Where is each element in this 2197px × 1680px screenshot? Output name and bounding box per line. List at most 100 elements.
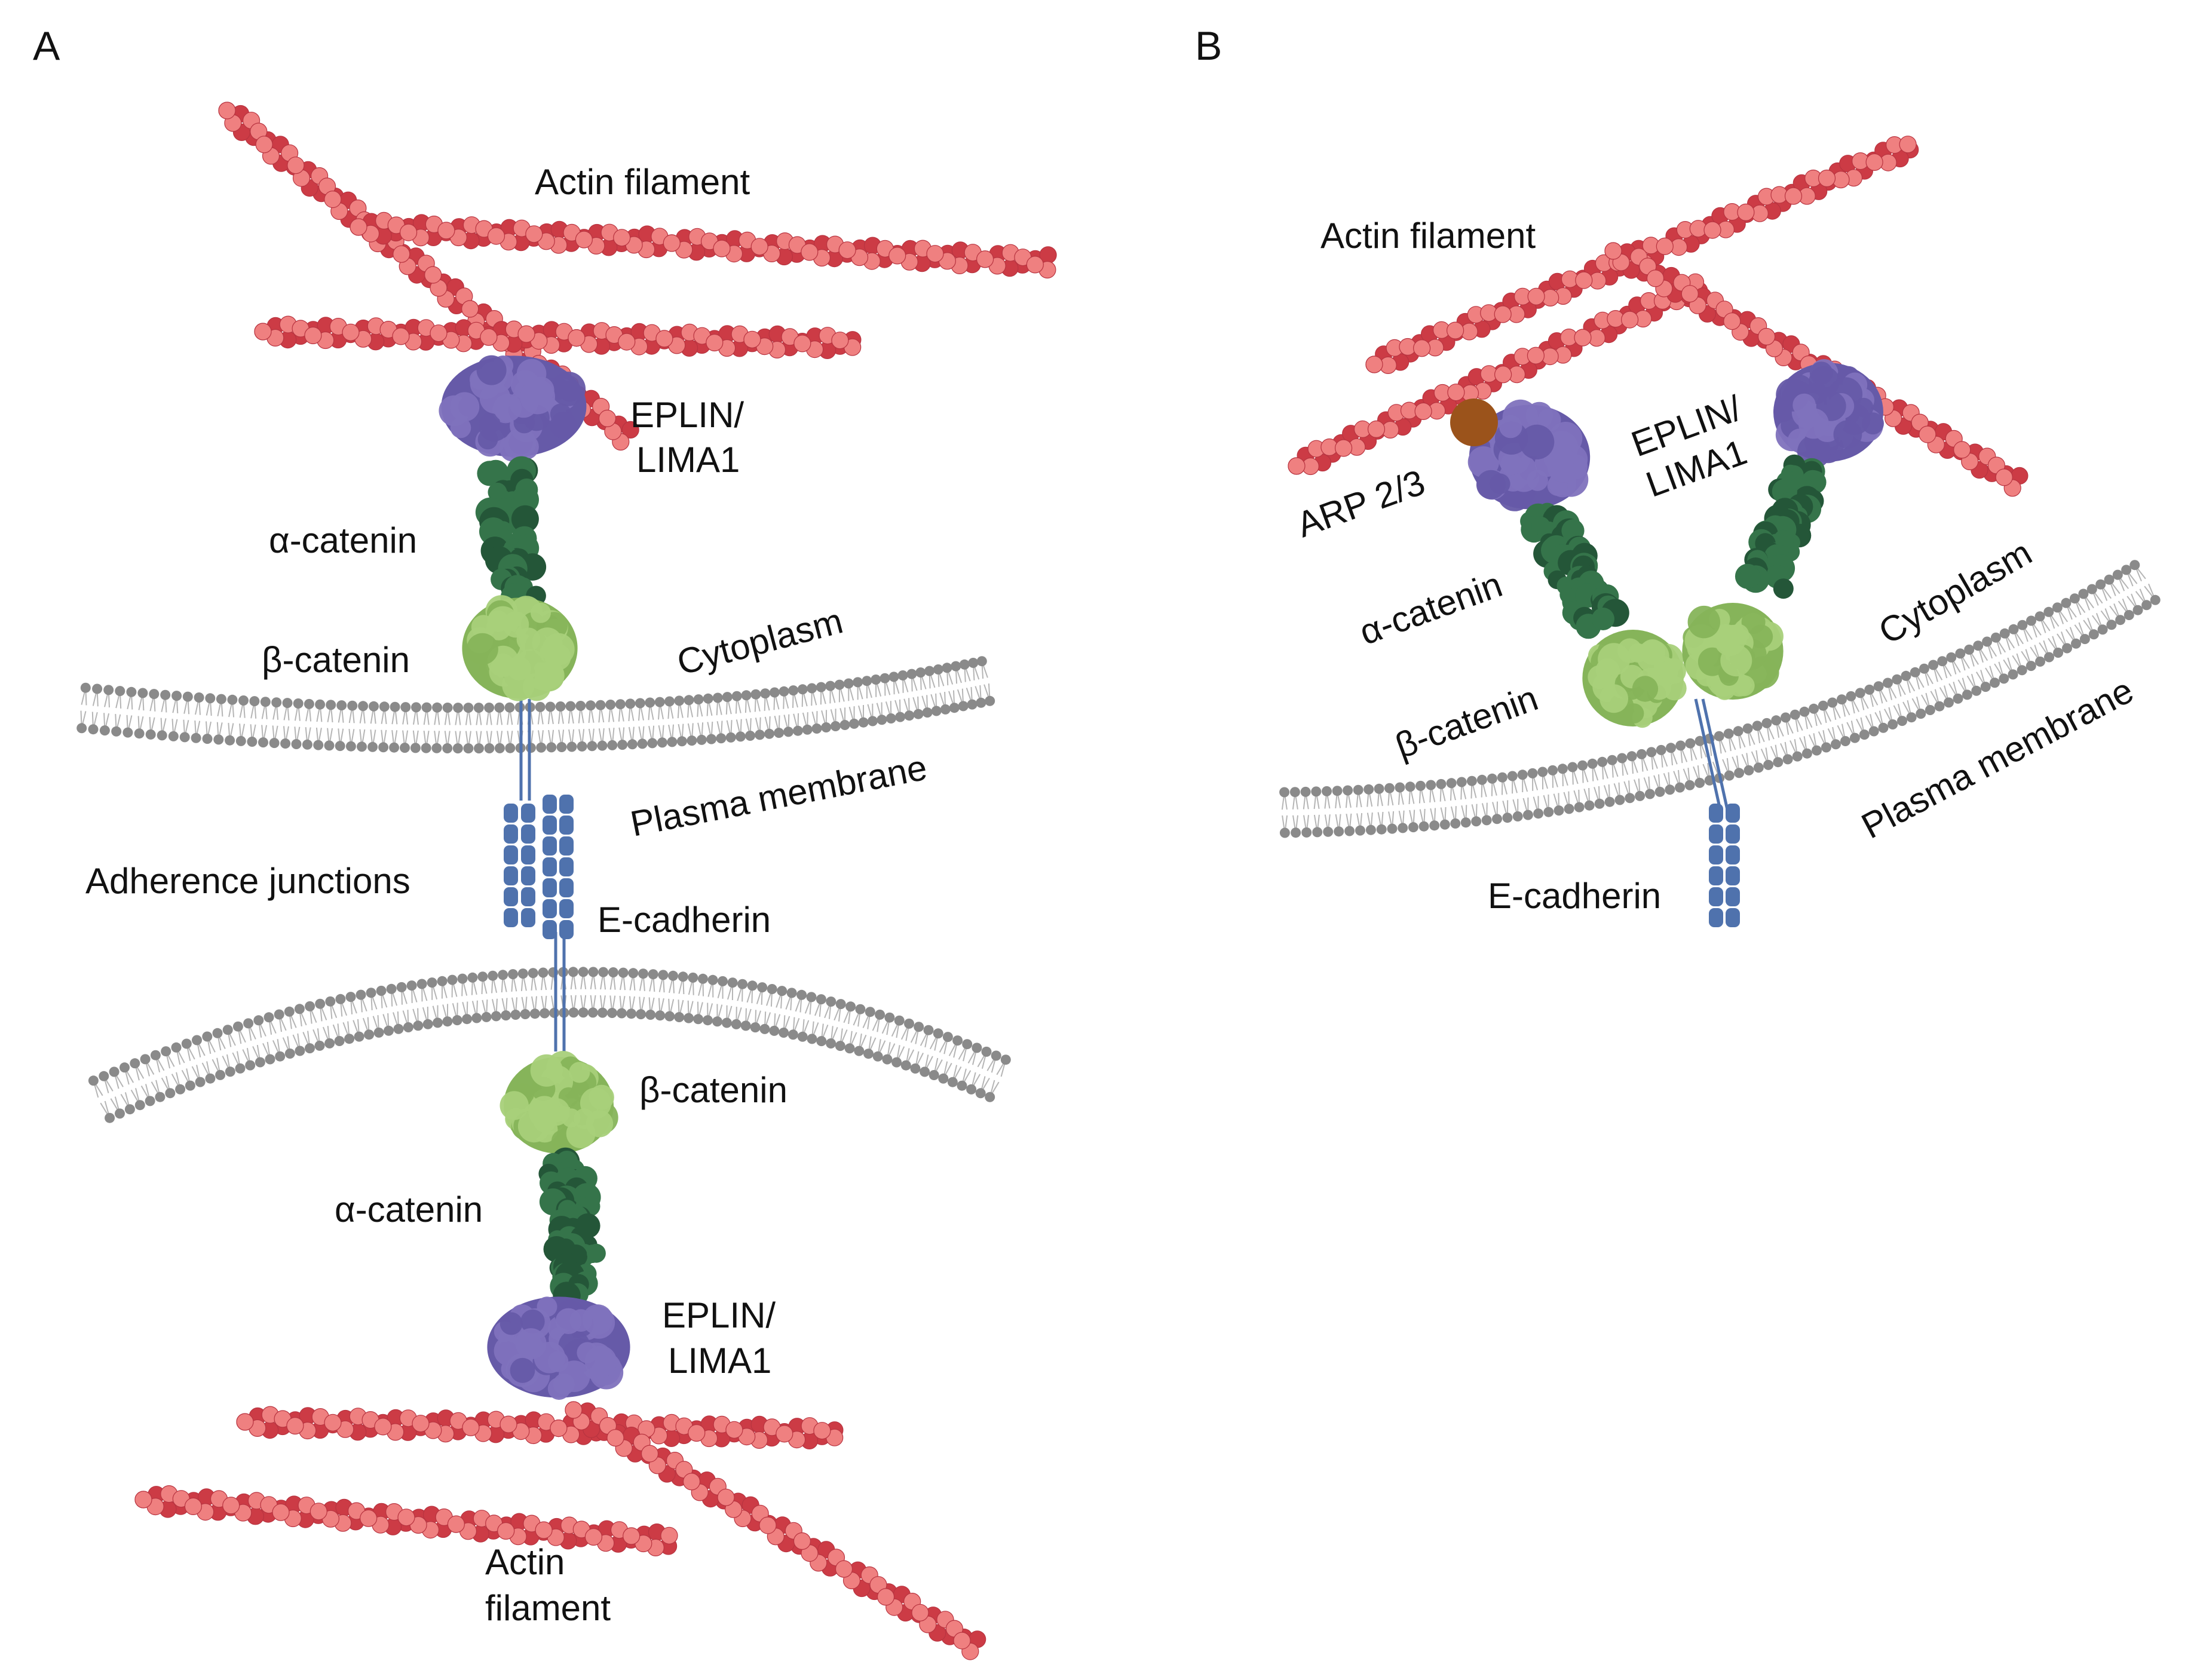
lipid-head	[378, 742, 389, 753]
lipid-head	[294, 1004, 305, 1014]
lipid-head	[1743, 765, 1754, 775]
lipid-head	[305, 1043, 315, 1054]
actin-bead	[1367, 420, 1386, 439]
actin-bead	[793, 1532, 811, 1550]
lipid-head	[88, 724, 99, 735]
lipid-head	[578, 1007, 589, 1018]
lipid-head	[648, 969, 658, 980]
lipid-head	[608, 967, 618, 977]
lipid-head	[471, 1013, 482, 1023]
lipid-head	[1374, 783, 1384, 794]
blob-lobe	[1862, 412, 1885, 435]
lipid-head	[413, 1020, 424, 1031]
lipid-head	[855, 1004, 866, 1014]
lipid-head	[140, 1054, 151, 1065]
lipid-head	[568, 1007, 579, 1018]
blob-lobe	[1617, 638, 1643, 663]
lipid-head	[225, 735, 235, 746]
lipid-head	[777, 986, 788, 997]
lipid-head	[238, 695, 249, 706]
lipid-head	[578, 967, 589, 977]
label-plasma-membrane-b: Plasma membrane	[1855, 670, 2140, 847]
label-beta-catenin-b: β-catenin	[1390, 677, 1543, 766]
lipid-head	[972, 1043, 982, 1053]
cadherin-domain	[521, 887, 535, 906]
cadherin-domain	[559, 836, 574, 856]
lipid-head	[1656, 744, 1666, 755]
blob-lobe	[1833, 420, 1862, 449]
actin-bead	[535, 1521, 553, 1539]
lipid-head	[235, 1063, 246, 1074]
lipid-head	[400, 743, 410, 753]
lipid-head	[1873, 681, 1884, 692]
lipid-head	[452, 743, 463, 754]
lipid-head	[150, 1050, 161, 1060]
lipid-head	[769, 687, 780, 698]
lipid-head	[566, 741, 577, 752]
lipid-head	[2086, 584, 2097, 594]
lipid-head	[807, 1034, 817, 1044]
lipid-head	[92, 683, 103, 694]
actin-bead	[877, 1588, 895, 1606]
lipid-head	[171, 691, 182, 701]
lipid-head	[134, 728, 145, 739]
lipid-head	[556, 742, 567, 752]
actin-bead	[424, 266, 442, 284]
lipid-head	[654, 697, 665, 707]
lipid-head	[481, 1011, 492, 1022]
lipid-head	[396, 982, 407, 992]
lipid-head	[1537, 767, 1548, 777]
lipid-head	[1405, 781, 1415, 792]
lipid-head	[595, 700, 606, 710]
lipid-head	[1990, 677, 2000, 688]
cadherin-domain	[559, 899, 574, 918]
lipid-head	[400, 702, 411, 713]
lipid-head	[779, 686, 789, 697]
lipid-head	[888, 672, 899, 682]
actin-bead	[1447, 384, 1465, 401]
cadherin-domain	[504, 804, 518, 823]
lipid-head	[389, 742, 400, 753]
actin-bead	[1703, 221, 1721, 239]
cadherin-domain	[1709, 845, 1723, 864]
actin-bead	[660, 1526, 678, 1544]
cadherin-domain	[521, 824, 535, 844]
blob-lobe	[1853, 397, 1874, 418]
lipid-head	[1398, 823, 1408, 833]
actin-bead	[1447, 321, 1464, 339]
lipid-head	[235, 735, 246, 746]
lipid-head	[1665, 784, 1675, 795]
lipid-head	[1821, 742, 1831, 753]
actin-bead	[1784, 187, 1803, 205]
actin-bead	[134, 1491, 152, 1509]
lipid-head	[124, 1104, 135, 1115]
lipid-head	[2017, 665, 2027, 676]
lipid-head	[667, 737, 678, 747]
lipid-head	[821, 722, 832, 732]
lipid-head	[126, 686, 137, 697]
cadherin-domain	[559, 816, 574, 835]
lipid-head	[275, 1051, 286, 1062]
cadherin-domain	[1726, 866, 1740, 885]
lipid-head	[693, 1014, 704, 1025]
lipid-head	[657, 737, 667, 748]
lipid-head	[735, 731, 746, 742]
blob-lobe	[487, 610, 509, 632]
lipid-head	[1973, 640, 1984, 651]
lipid-head	[137, 688, 148, 698]
lipid-head	[149, 689, 160, 700]
lipid-head	[194, 692, 204, 703]
cadherin-domain	[543, 836, 557, 856]
actin-bead	[1527, 347, 1545, 364]
lipid-head	[1564, 804, 1574, 814]
lipid-head	[863, 1049, 874, 1059]
actin-bead	[272, 1503, 290, 1521]
actin-filament-icon	[236, 1406, 844, 1449]
lipid-head	[1289, 787, 1300, 798]
lipid-head	[884, 1012, 895, 1023]
lipid-head	[577, 741, 587, 752]
actin-bead	[641, 1445, 659, 1463]
lipid-head	[587, 741, 597, 752]
lipid-head	[529, 1008, 540, 1019]
lipid-head	[227, 694, 238, 705]
